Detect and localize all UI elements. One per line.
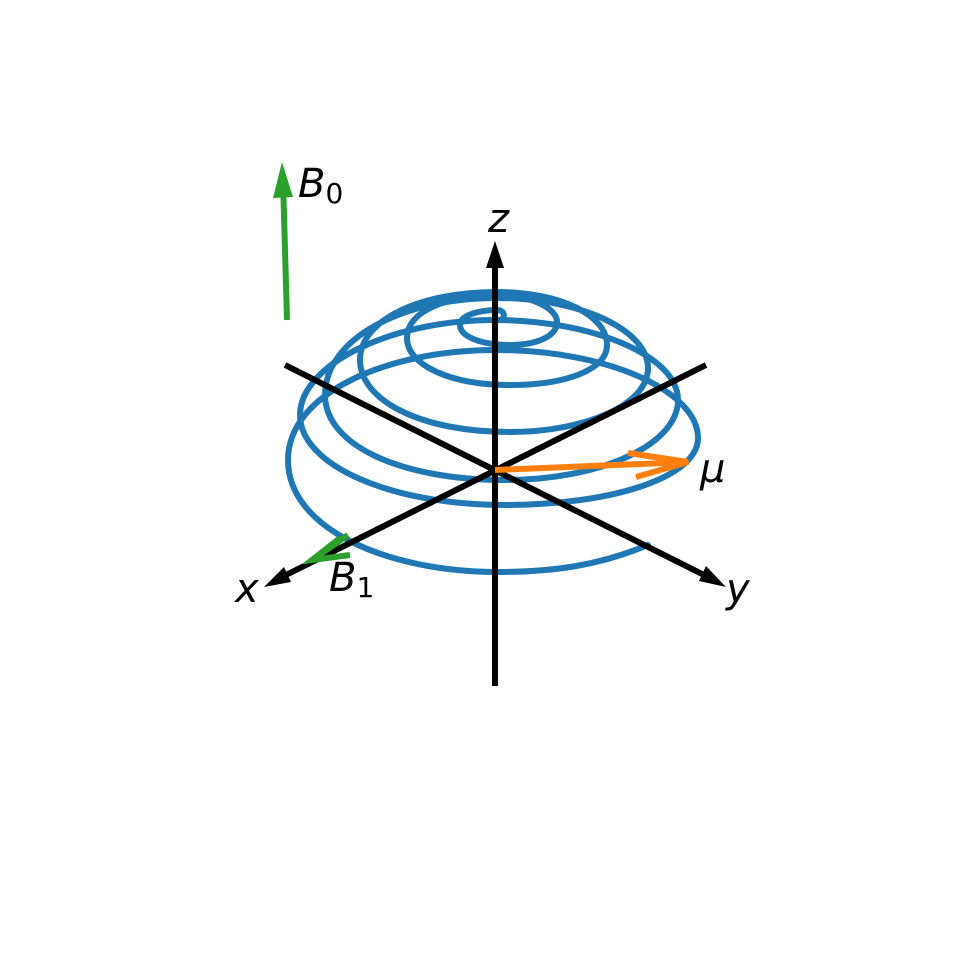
mu-shaft <box>494 459 689 473</box>
spiral-turn-4 <box>403 291 561 388</box>
mu-label: μ <box>699 446 725 492</box>
b0-vector <box>273 162 293 321</box>
b0-arrowhead <box>273 162 293 198</box>
b0-shaft <box>280 179 290 321</box>
x-axis-arrowhead <box>264 567 291 587</box>
mu-arrowhead <box>627 450 689 480</box>
b1-label-sub: 1 <box>356 571 374 604</box>
y-axis-label: y <box>725 566 751 612</box>
b0-label: B0 <box>298 161 343 210</box>
b1-arrowhead <box>301 535 351 565</box>
b0-label-main: B <box>298 161 325 207</box>
z-axis-arrowhead <box>486 241 504 268</box>
b1-label-main: B <box>329 555 356 601</box>
z-axis-label: z <box>487 196 510 242</box>
b1-vector <box>301 532 351 565</box>
b1-label: B1 <box>329 555 374 604</box>
mu-vector <box>494 450 689 480</box>
x-axis-label: x <box>233 566 259 612</box>
spiral-turn-2 <box>296 316 682 508</box>
y-axis-arrowhead <box>699 566 726 587</box>
b0-label-sub: 0 <box>325 177 343 210</box>
